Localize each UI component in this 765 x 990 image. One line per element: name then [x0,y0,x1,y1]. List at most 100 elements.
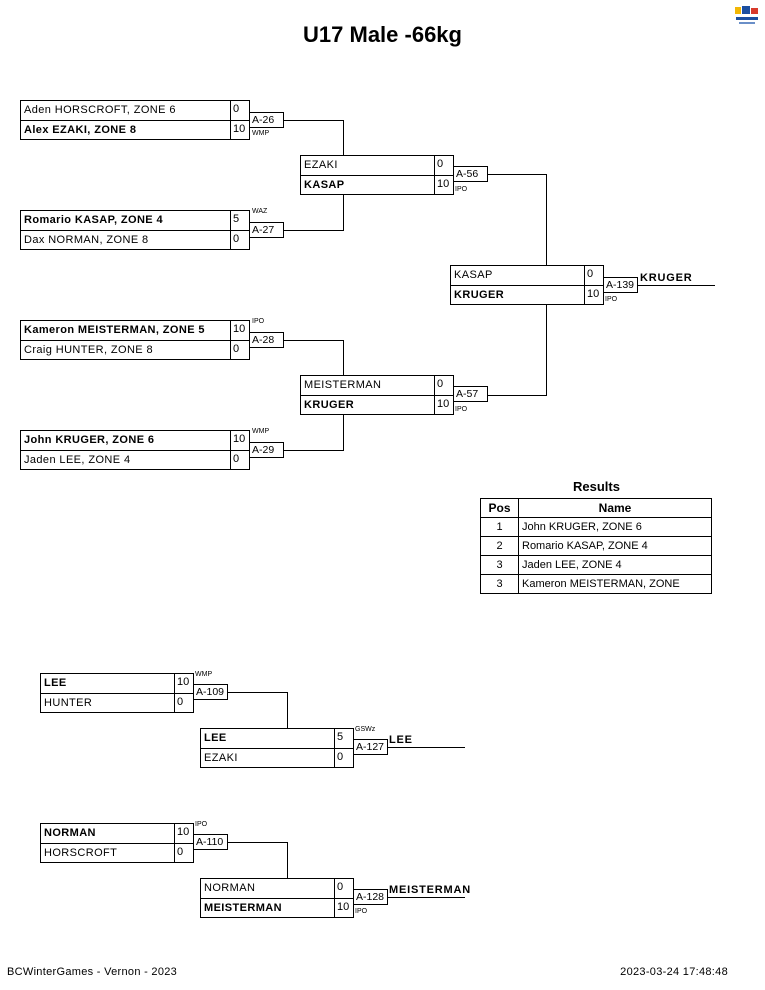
match-id: A-139 [603,277,638,293]
competitor-name: John KRUGER, ZONE 6 [24,434,155,446]
competitor-name: LEE [44,677,67,689]
competitor-name: NORMAN [204,882,256,894]
match-result: WAZ [252,208,268,215]
competitor-score: 0 [230,341,249,360]
connector-line [287,692,288,728]
connector-line [283,450,344,451]
competitor-score: 0 [434,376,453,395]
name-cell: Romario KASAP, ZONE 4 [518,536,712,556]
divider [21,230,249,231]
table-row: 1 John KRUGER, ZONE 6 [480,517,712,537]
pos-cell: 1 [480,517,519,537]
match-result: IPO [455,406,468,413]
table-row: 3 Jaden LEE, ZONE 4 [480,555,712,575]
connector-line [387,897,465,898]
competitor-score: 10 [434,176,453,195]
divider [201,898,353,899]
match-a28: Kameron MEISTERMAN, ZONE 5 10 Craig HUNT… [20,320,250,360]
pos-cell: 3 [480,555,519,575]
results-title: Results [573,479,620,494]
match-id: A-127 [353,739,388,755]
competitor-score: 0 [230,231,249,250]
divider [451,285,603,286]
competitor-score: 10 [174,824,193,843]
name-cell: John KRUGER, ZONE 6 [518,517,712,537]
match-id: A-29 [249,442,284,458]
match-a139: KASAP 0 KRUGER 10 [450,265,604,305]
connector-line [227,692,288,693]
results-header-row: Pos Name [480,498,712,518]
divider [201,748,353,749]
divider [41,843,193,844]
match-a29: John KRUGER, ZONE 6 10 Jaden LEE, ZONE 4… [20,430,250,470]
pos-header: Pos [480,498,519,518]
match-result: WMP [252,428,270,435]
match-a27: Romario KASAP, ZONE 4 5 Dax NORMAN, ZONE… [20,210,250,250]
connector-line [343,120,344,155]
competitor-name: Dax NORMAN, ZONE 8 [24,234,149,246]
competitor-score: 10 [584,286,603,305]
competitor-name: KRUGER [304,399,355,411]
divider [41,693,193,694]
competitor-name: NORMAN [44,827,96,839]
final-winner: KRUGER [640,272,693,284]
match-id: A-110 [193,834,228,850]
competitor-name: KASAP [454,269,493,281]
competitor-name: MEISTERMAN [204,902,282,914]
match-result: IPO [455,186,468,193]
connector-line [283,340,344,341]
match-result: IPO [252,318,265,325]
competitor-name: Jaden LEE, ZONE 4 [24,454,131,466]
divider [301,175,453,176]
competitor-score: 0 [434,156,453,175]
footer-event: BCWinterGames - Vernon - 2023 [7,966,178,978]
competitor-score: 10 [434,396,453,415]
match-result: IPO [355,908,368,915]
competitor-score: 10 [334,899,353,918]
competitor-name: Alex EZAKI, ZONE 8 [24,124,137,136]
match-id: A-28 [249,332,284,348]
competitor-name: EZAKI [204,752,238,764]
competitor-score: 0 [230,101,249,120]
connector-line [487,395,547,396]
name-cell: Jaden LEE, ZONE 4 [518,555,712,575]
bronze-winner: LEE [389,734,413,746]
results-table: Pos Name 1 John KRUGER, ZONE 6 2 Romario… [480,498,712,594]
table-row: 3 Kameron MEISTERMAN, ZONE [480,574,712,594]
page-title: U17 Male -66kg [303,22,462,47]
competitor-score: 0 [230,451,249,470]
match-a56: EZAKI 0 KASAP 10 [300,155,454,195]
connector-line [637,285,715,286]
footer-timestamp: 2023-03-24 17:48:48 [620,966,728,978]
competitor-name: KRUGER [454,289,505,301]
match-result: GSWz [355,726,376,733]
competitor-name: HUNTER [44,697,93,709]
competitor-name: KASAP [304,179,345,191]
match-result: WMP [195,671,213,678]
connector-line [283,230,344,231]
connector-line [343,195,344,231]
match-a26: Aden HORSCROFT, ZONE 6 0 Alex EZAKI, ZON… [20,100,250,140]
bronze-winner: MEISTERMAN [389,884,471,896]
divider [21,340,249,341]
bc-winter-games-logo [735,6,758,24]
match-a128: NORMAN 0 MEISTERMAN 10 [200,878,354,918]
match-result: WMP [252,130,270,137]
match-a110: NORMAN 10 HORSCROFT 0 [40,823,194,863]
competitor-name: MEISTERMAN [304,379,382,391]
competitor-name: HORSCROFT [44,847,118,859]
connector-line [487,174,547,175]
competitor-score: 0 [584,266,603,285]
divider [21,120,249,121]
name-cell: Kameron MEISTERMAN, ZONE [518,574,712,594]
match-id: A-57 [453,386,488,402]
match-a109: LEE 10 HUNTER 0 [40,673,194,713]
competitor-score: 5 [334,729,353,748]
competitor-score: 10 [230,321,249,340]
match-result: IPO [195,821,208,828]
match-id: A-109 [193,684,228,700]
match-id: A-56 [453,166,488,182]
pos-cell: 2 [480,536,519,556]
connector-line [287,842,288,878]
pos-cell: 3 [480,574,519,594]
